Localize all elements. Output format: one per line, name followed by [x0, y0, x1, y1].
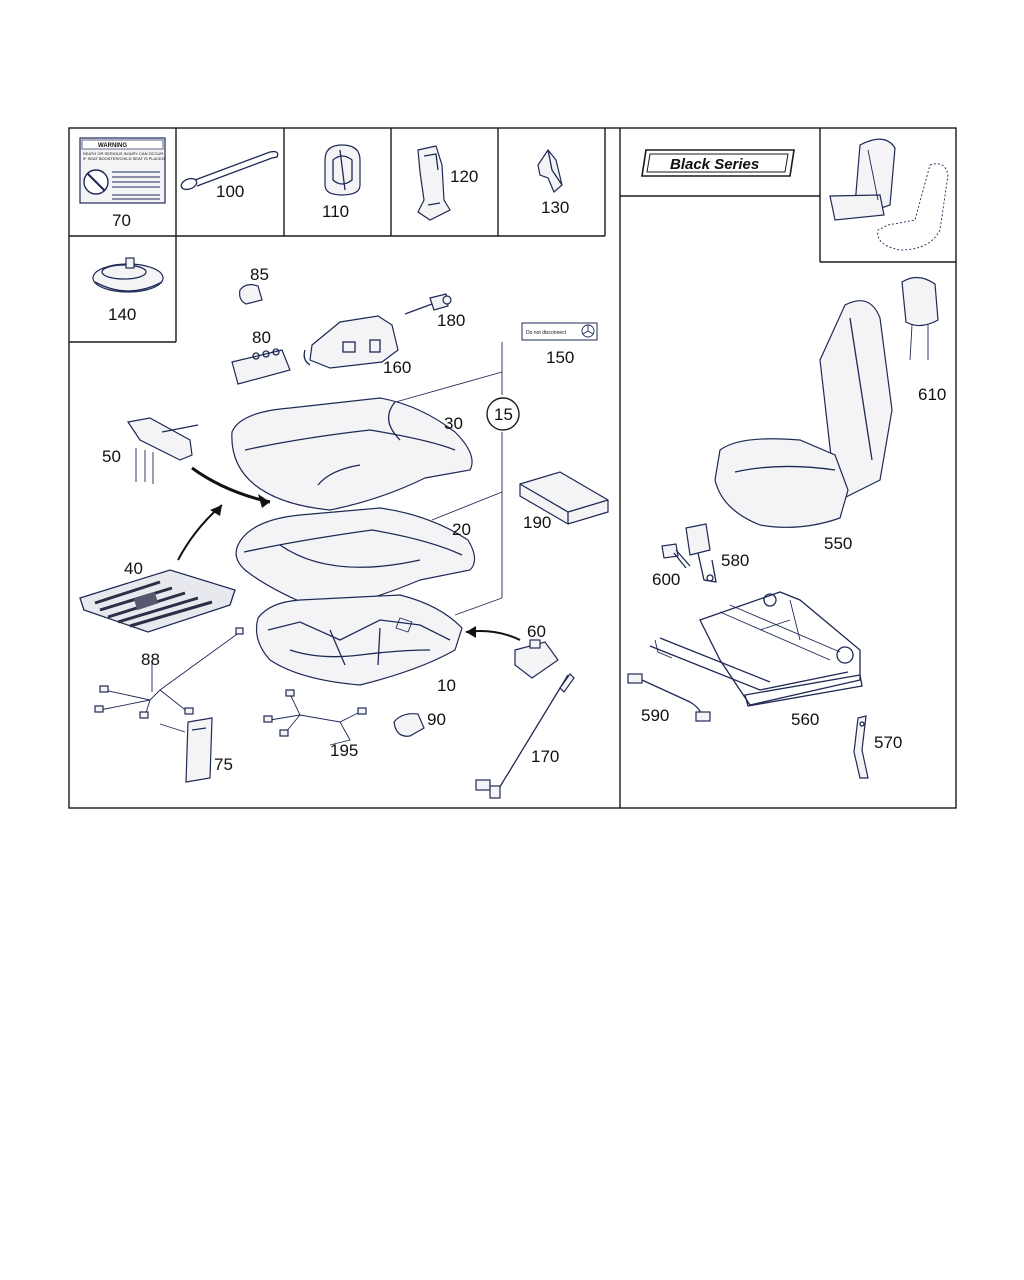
part-label-560: 560 — [791, 710, 819, 729]
belt-buckle-part-580 — [685, 523, 717, 583]
part-label-110: 110 — [322, 202, 349, 221]
cable-part-170 — [475, 673, 575, 799]
pad-part-190 — [519, 471, 609, 525]
part-label-180: 180 — [437, 311, 465, 330]
cable-part-590 — [627, 673, 711, 722]
part-label-60: 60 — [527, 622, 546, 641]
diagram-frame — [68, 127, 957, 809]
badge-text: Black Series — [670, 156, 759, 173]
cushion-cover-part-30 — [231, 397, 473, 511]
hook-part-120 — [417, 145, 451, 221]
seat-shell-part-10 — [255, 594, 463, 686]
bracket-clip-part-130 — [537, 148, 563, 193]
seat-rails-part-560 — [649, 591, 863, 707]
part-label-600: 600 — [652, 570, 680, 589]
part-label-150: 150 — [546, 348, 574, 367]
callout-15: 15 — [384, 342, 520, 616]
part-label-610: 610 — [918, 385, 946, 404]
cushion-part-20 — [235, 507, 476, 611]
assembly-arrows — [177, 466, 521, 641]
warning-line-2: IF SEAT BOOSTER/CHILD SEAT IS PLACED — [83, 156, 165, 161]
harness-part-88 — [94, 627, 244, 733]
switch-part-80 — [231, 348, 291, 385]
part-label-590: 590 — [641, 706, 669, 725]
part-label-20: 20 — [452, 520, 471, 539]
part-label-130: 130 — [541, 198, 569, 217]
bracket-part-160 — [303, 315, 399, 369]
bracket-part-50 — [126, 417, 199, 484]
module-part-75 — [185, 717, 213, 783]
part-label-170: 170 — [531, 747, 559, 766]
part-label-30: 30 — [444, 414, 463, 433]
bracket-part-570 — [853, 715, 869, 779]
part-label-195: 195 — [330, 741, 358, 760]
part-label-90: 90 — [427, 710, 446, 729]
heating-mat-part-40 — [79, 569, 236, 633]
trim-part-90 — [393, 713, 425, 737]
part-label-190: 190 — [523, 513, 551, 532]
warning-title: WARNING — [98, 143, 127, 149]
part-label-120: 120 — [450, 167, 478, 186]
harness-part-195 — [263, 689, 367, 746]
sticker-text: Do not disconnect — [526, 330, 567, 336]
part-label-80: 80 — [252, 328, 271, 347]
part-label-75: 75 — [214, 755, 233, 774]
part-label-100: 100 — [216, 182, 244, 201]
part-label-50: 50 — [102, 447, 121, 466]
warning-label-part-70: WARNING DEATH OR SERIOUS INJURY CAN OCCU… — [79, 137, 166, 204]
part-label-10: 10 — [437, 676, 456, 695]
part-label-88: 88 — [141, 650, 160, 669]
sticker-part-150: Do not disconnect — [521, 322, 598, 341]
warning-line-1: DEATH OR SERIOUS INJURY CAN OCCUR — [83, 151, 163, 156]
part-label-140: 140 — [108, 305, 136, 324]
bolt-part-600 — [661, 543, 691, 569]
part-label-85: 85 — [250, 265, 269, 284]
part-label-570: 570 — [874, 733, 902, 752]
black-series-badge: Black Series — [641, 149, 795, 177]
cable-tie-part-100 — [180, 150, 279, 191]
part-label-550: 550 — [824, 534, 852, 553]
part-label-580: 580 — [721, 551, 749, 570]
part-label-70: 70 — [112, 211, 131, 230]
part-label-40: 40 — [124, 559, 143, 578]
cap-part-85 — [239, 284, 263, 305]
callout-15-text: 15 — [494, 405, 513, 424]
pin-part-180 — [404, 293, 452, 315]
clip-part-110 — [324, 144, 361, 196]
headrest-part-610 — [901, 276, 939, 361]
cap-part-140 — [92, 257, 164, 293]
part-label-160: 160 — [383, 358, 411, 377]
seat-assembly-part-550 — [714, 300, 893, 528]
seat-thumbnail — [829, 138, 949, 251]
actuator-part-60 — [514, 639, 559, 679]
